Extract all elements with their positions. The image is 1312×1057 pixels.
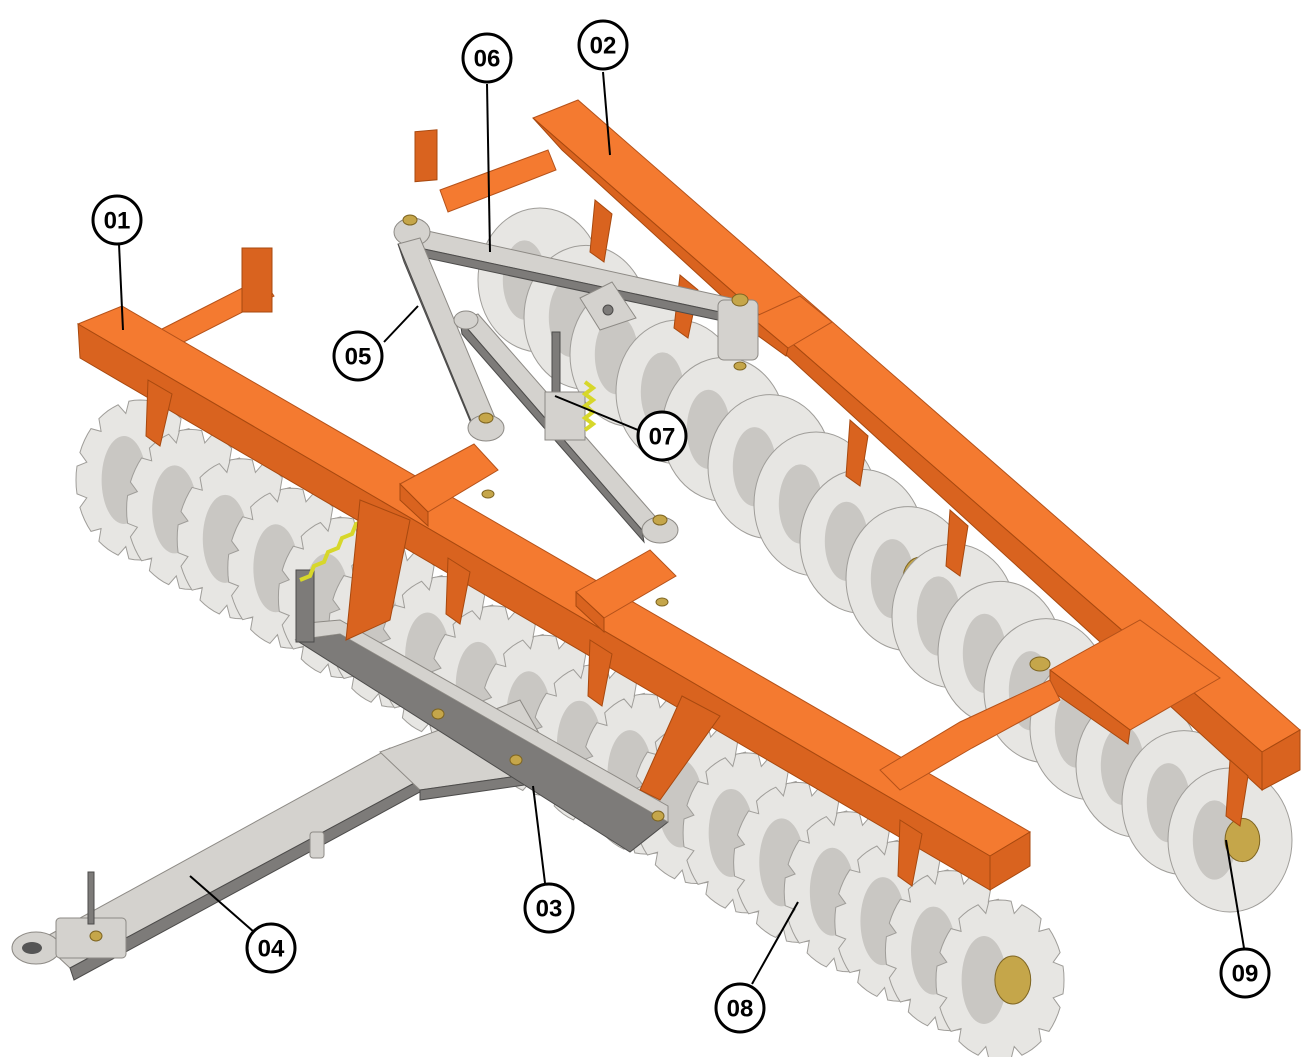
- leader-08: [751, 901, 799, 985]
- callout-03-label: 03: [536, 896, 563, 923]
- leader-06: [486, 83, 491, 253]
- callout-05-label: 05: [345, 344, 372, 371]
- callout-05: 05: [332, 330, 384, 382]
- front-discs-disc-shade: [961, 936, 1007, 1024]
- front-frame-beam: [76, 247, 1061, 891]
- callout-08-label: 08: [727, 996, 754, 1023]
- front-disc-gang: [75, 399, 1065, 1057]
- callout-04-label: 04: [258, 936, 285, 963]
- callout-09: 09: [1219, 947, 1271, 999]
- leader-01: [118, 243, 124, 331]
- callout-08: 08: [714, 982, 766, 1034]
- callout-02: 02: [577, 19, 629, 71]
- leader-02: [602, 71, 611, 156]
- leader-09: [1225, 839, 1245, 949]
- callout-02-label: 02: [590, 33, 617, 60]
- leader-04: [189, 875, 255, 933]
- callout-09-label: 09: [1232, 961, 1259, 988]
- callout-badges: 01 02 03 04 05 06 07 08: [91, 19, 1271, 1034]
- leader-07: [554, 395, 639, 431]
- callout-04: 04: [245, 922, 297, 974]
- leader-lines: [118, 71, 1245, 985]
- callout-06: 06: [461, 32, 513, 84]
- hub-icon: [1224, 817, 1261, 863]
- hub-icon: [994, 955, 1032, 1005]
- callout-06-label: 06: [474, 46, 501, 73]
- leader-03: [532, 785, 546, 884]
- rear-frame-beam: [414, 99, 1301, 827]
- callout-07-label: 07: [649, 424, 676, 451]
- callout-01-label: 01: [104, 208, 131, 235]
- callout-07: 07: [636, 410, 688, 462]
- leader-05: [383, 305, 419, 343]
- callout-01: 01: [91, 194, 143, 246]
- rear-discs-disc-shade: [1192, 800, 1237, 880]
- callout-03: 03: [523, 882, 575, 934]
